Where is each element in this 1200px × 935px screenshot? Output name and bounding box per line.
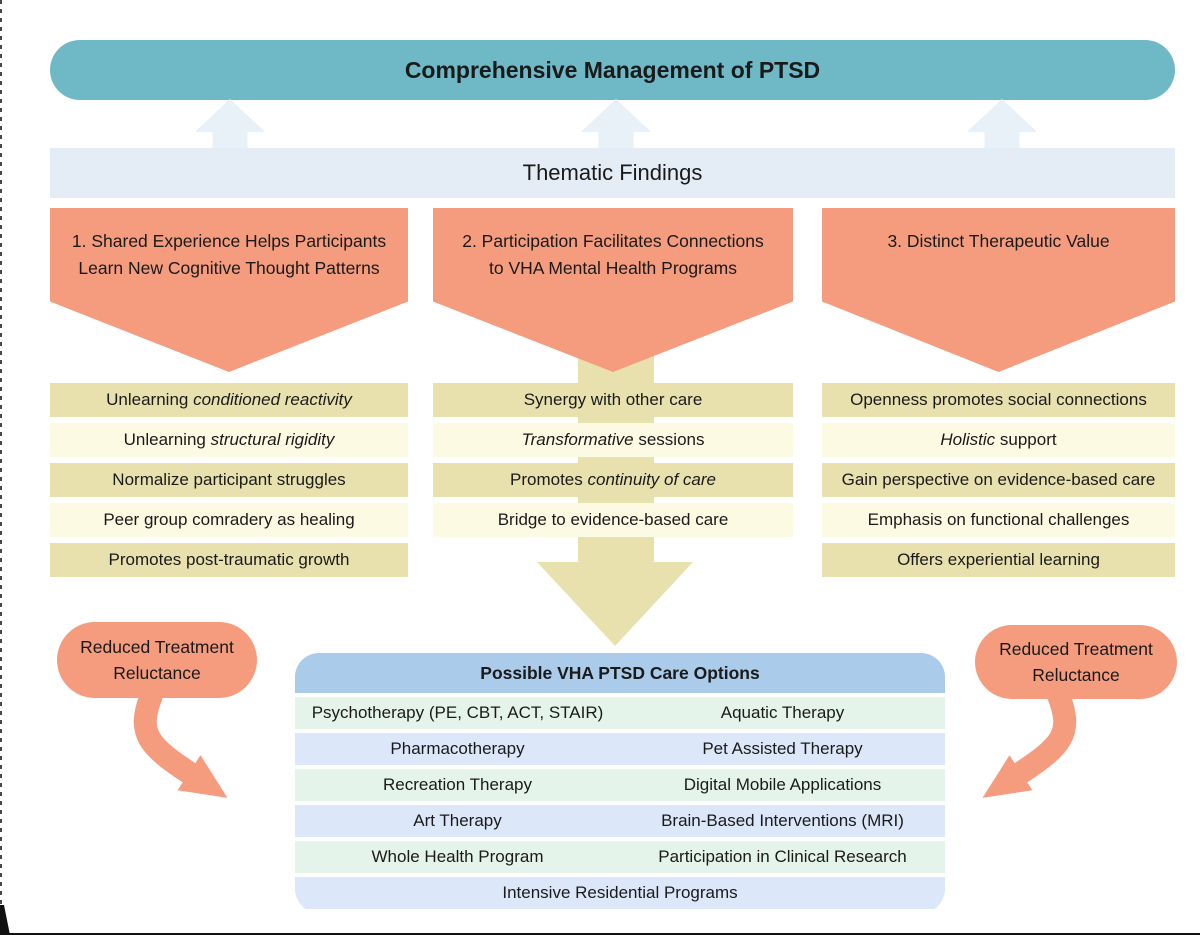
theme-finding-text: Promotes post-traumatic growth	[108, 550, 350, 569]
theme-finding-item: Offers experiential learning	[822, 543, 1175, 577]
theme-finding-item: Transformative sessions	[433, 423, 793, 457]
up-arrow-icon	[581, 99, 651, 148]
corner-mark	[0, 905, 10, 935]
theme-finding-item: Bridge to evidence-based care	[433, 503, 793, 537]
care-option: Recreation Therapy	[383, 775, 532, 794]
care-option: Whole Health Program	[371, 847, 544, 866]
thematic-findings-label: Thematic Findings	[522, 160, 703, 185]
theme-1-header: 1. Shared Experience Helps Participants …	[50, 208, 408, 372]
care-option: Pet Assisted Therapy	[702, 739, 863, 758]
theme-finding-item: Unlearning conditioned reactivity	[50, 383, 408, 417]
theme-finding-item: Emphasis on functional challenges	[822, 503, 1175, 537]
theme-3-header: 3. Distinct Therapeutic Value	[822, 208, 1175, 372]
theme-finding-text: Unlearning conditioned reactivity	[106, 390, 352, 409]
reduced-reluctance-bubble-right: Reduced Treatment Reluctance	[975, 625, 1177, 699]
theme-finding-text: Peer group comradery as healing	[103, 510, 355, 529]
theme-finding-item: Gain perspective on evidence-based care	[822, 463, 1175, 497]
reduced-reluctance-bubble-left: Reduced Treatment Reluctance	[57, 622, 257, 698]
care-options-rows: Psychotherapy (PE, CBT, ACT, STAIR) Aquat…	[295, 697, 945, 909]
care-option: Brain-Based Interventions (MRI)	[661, 811, 904, 830]
theme-finding-text: Gain perspective on evidence-based care	[841, 470, 1156, 489]
theme-finding-text: Transformative sessions	[521, 430, 705, 449]
theme-finding-item: Holistic support	[822, 423, 1175, 457]
theme-finding-text: Bridge to evidence-based care	[497, 510, 729, 529]
care-option: Psychotherapy (PE, CBT, ACT, STAIR)	[311, 703, 604, 722]
figure-title: Comprehensive Management of PTSD	[404, 56, 821, 83]
care-options-title: Possible VHA PTSD Care Options	[295, 653, 945, 693]
care-option-row: Art Therapy Brain-Based Interventions (MR…	[295, 805, 945, 837]
care-option-row: Intensive Residential Programs	[295, 877, 945, 909]
theme-finding-item: Unlearning structural rigidity	[50, 423, 408, 457]
care-options-box: Possible VHA PTSD Care Options Psychothe…	[295, 653, 945, 913]
care-option-row: Pharmacotherapy Pet Assisted Therapy	[295, 733, 945, 765]
theme-finding-text: Promotes continuity of care	[510, 470, 716, 489]
care-option: Digital Mobile Applications	[683, 775, 882, 794]
theme-finding-item: Peer group comradery as healing	[50, 503, 408, 537]
theme-finding-text: Normalize participant struggles	[112, 470, 346, 489]
left-edge-line	[0, 0, 2, 935]
care-option-row: Whole Health Program Participation in Cli…	[295, 841, 945, 873]
theme-finding-item: Synergy with other care	[433, 383, 793, 417]
curved-arrow-left-icon	[133, 694, 228, 798]
theme-finding-text: Offers experiential learning	[897, 550, 1100, 569]
curved-arrow-right-icon	[982, 694, 1077, 798]
theme-finding-text: Synergy with other care	[523, 390, 703, 409]
theme-finding-item: Openness promotes social connections	[822, 383, 1175, 417]
up-arrow-icon	[195, 99, 265, 148]
care-option-row: Psychotherapy (PE, CBT, ACT, STAIR) Aquat…	[295, 697, 945, 729]
up-arrow-icon	[967, 99, 1037, 148]
theme-finding-text: Openness promotes social connections	[850, 390, 1147, 409]
care-option: Participation in Clinical Research	[658, 847, 907, 866]
theme-finding-item: Promotes continuity of care	[433, 463, 793, 497]
theme-finding-text: Unlearning structural rigidity	[123, 430, 335, 449]
theme-finding-text: Holistic support	[940, 430, 1057, 449]
down-arrow-icon	[537, 562, 693, 646]
title-banner: Comprehensive Management of PTSD	[50, 40, 1175, 100]
theme-finding-item: Promotes post-traumatic growth	[50, 543, 408, 577]
care-option: Pharmacotherapy	[390, 739, 525, 758]
bottom-edge-line	[0, 933, 1200, 935]
theme-finding-text: Emphasis on functional challenges	[867, 510, 1130, 529]
care-option-row: Recreation Therapy Digital Mobile Applica…	[295, 769, 945, 801]
care-option: Art Therapy	[413, 811, 502, 830]
care-option: Aquatic Therapy	[720, 703, 845, 722]
theme-finding-item: Normalize participant struggles	[50, 463, 408, 497]
care-option: Intensive Residential Programs	[502, 883, 738, 902]
thematic-findings-band: Thematic Findings	[50, 148, 1175, 198]
theme-2-header: 2. Participation Facilitates Connections…	[433, 208, 793, 372]
